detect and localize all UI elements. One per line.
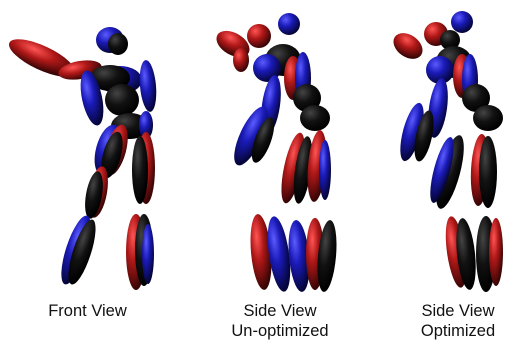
blue-head-sphere [278,13,300,35]
blue-right-shin-ellipsoid [142,224,154,284]
black-abdomen-ellipsoid [105,84,139,116]
black-pelvis-ellipsoid [300,105,330,131]
caption-line: Side View [400,301,516,321]
blue-head-sphere [451,11,473,33]
black-thigh-2-ellipsoid [479,136,497,208]
black-head-ellipsoid [108,33,128,55]
caption-side-view-optimized: Side View Optimized [400,301,516,341]
red-head-sphere [247,24,271,48]
caption-line: Un-optimized [205,321,355,341]
caption-line: Optimized [400,321,516,341]
front-view-figure [0,0,175,292]
black-right-thigh-ellipsoid [132,136,148,204]
side-view-unoptimized-figure [175,0,350,292]
caption-line: Side View [205,301,355,321]
red-hand-ellipsoid [389,28,428,64]
black-pelvis-ellipsoid [473,105,503,131]
red-forearm-ellipsoid [233,48,249,72]
red-shin-right-ellipsoid [489,218,503,286]
side-view-optimized-figure [350,0,516,292]
caption-side-view-unoptimized: Side View Un-optimized [205,301,355,341]
blue-right-upper-arm-ellipsoid [138,59,158,112]
caption-front-view: Front View [0,301,175,321]
caption-line: Front View [0,301,175,321]
blue-thigh-ellipsoid [319,140,331,200]
